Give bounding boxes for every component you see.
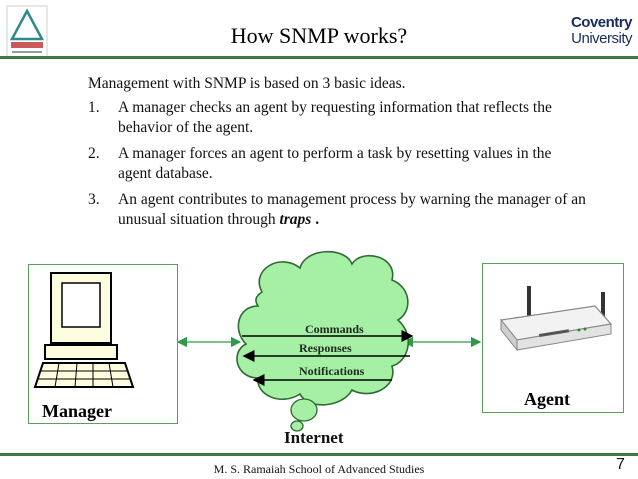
intro-text: Management with SNMP is based on 3 basic… — [88, 75, 406, 92]
header-divider — [0, 56, 638, 59]
traps-emphasis: traps — [279, 211, 312, 228]
page-number: 7 — [616, 456, 625, 473]
agent-box — [482, 263, 624, 413]
manager-box — [28, 264, 178, 424]
list-item: 1. A manager checks an agent by requesti… — [88, 98, 588, 138]
logo-line-2: University — [571, 30, 632, 47]
computer-icon — [33, 272, 135, 388]
cloud-bubble-large — [290, 398, 318, 422]
list-item: 2. A manager forces an agent to perform … — [88, 144, 588, 184]
logo-line-1: Coventry — [570, 14, 633, 31]
responses-label: Responses — [299, 341, 352, 355]
footer-divider — [0, 453, 638, 456]
list-text: A manager forces an agent to perform a t… — [118, 145, 552, 182]
school-logo — [6, 5, 48, 59]
cloud-bubble-small — [290, 420, 304, 432]
list-text: A manager checks an agent by requesting … — [118, 99, 552, 136]
slide-body: Management with SNMP is based on 3 basic… — [88, 74, 588, 236]
coventry-university-logo: Coventry University — [562, 6, 633, 48]
list-number: 2. — [88, 145, 100, 162]
list-item: 3. An agent contributes to management pr… — [88, 190, 588, 230]
agent-label: Agent — [524, 389, 570, 409]
slide-title: How SNMP works? — [230, 23, 408, 48]
list-number: 3. — [88, 191, 100, 208]
list-text: An agent contributes to management proce… — [118, 191, 586, 228]
commands-label: Commands — [305, 322, 364, 336]
list-number: 1. — [88, 99, 100, 116]
manager-label: Manager — [42, 401, 112, 421]
internet-cloud — [236, 250, 409, 406]
router-icon — [499, 286, 613, 352]
footer-text: M. S. Ramaiah School of Advanced Studies — [213, 462, 425, 476]
list-text-part: An agent contributes to management proce… — [118, 191, 586, 228]
notifications-label: Notifications — [299, 364, 365, 378]
internet-label: Internet — [284, 428, 344, 447]
list-text-end: . — [311, 211, 320, 228]
